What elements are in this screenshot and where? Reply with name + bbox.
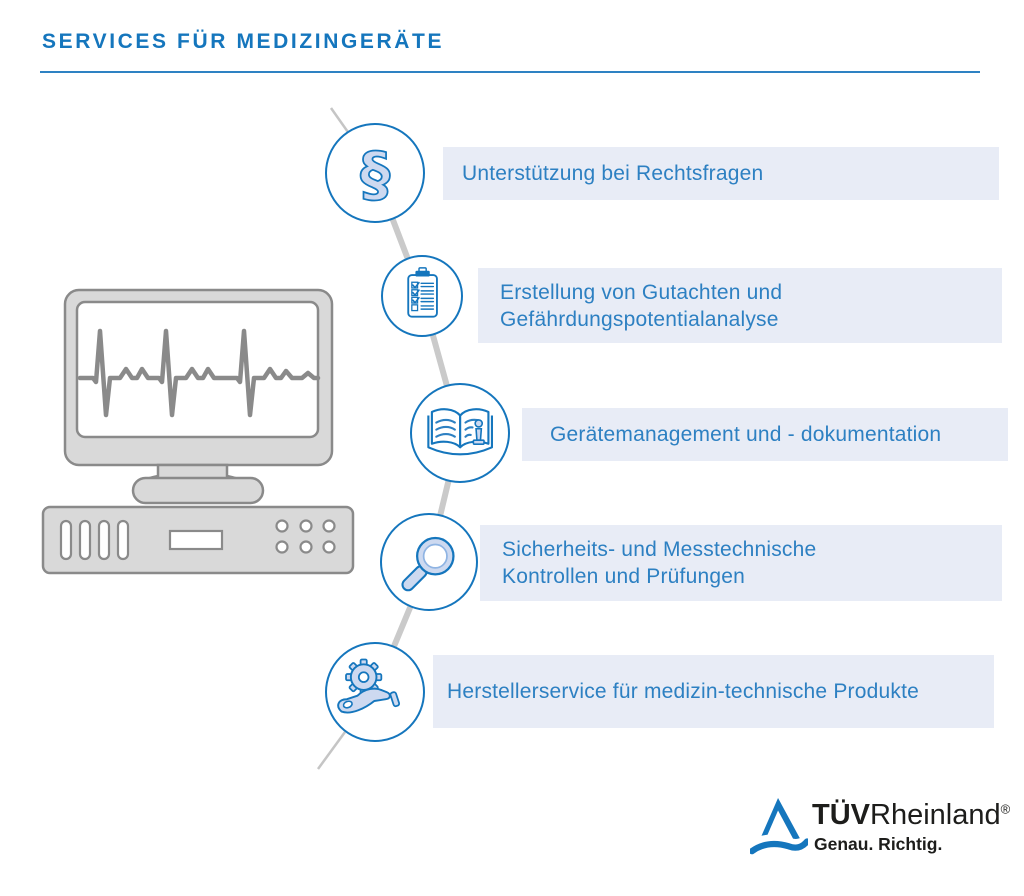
service-label: Herstellerservice für medizin-technische… bbox=[447, 680, 919, 703]
service-bar-gutachten: Erstellung von Gutachten und Gefährdungs… bbox=[478, 268, 1002, 343]
svg-text:§: § bbox=[360, 140, 390, 210]
ecg-trace bbox=[77, 328, 321, 418]
service-bar-herstellerservice: Herstellerservice für medizin-technische… bbox=[433, 655, 994, 728]
logo-wordmark: TÜVRheinland® bbox=[812, 799, 1010, 832]
medical-computer-illustration bbox=[41, 288, 355, 575]
service-circle-herstellerservice bbox=[325, 642, 425, 742]
hand bbox=[337, 687, 391, 714]
service-circle-gutachten bbox=[381, 255, 463, 337]
cuff bbox=[389, 691, 400, 707]
open-book-info-icon bbox=[427, 408, 493, 456]
service-label: Gefährdungspotentialanalyse bbox=[500, 307, 779, 331]
logo-tagline: Genau. Richtig. bbox=[814, 834, 943, 854]
monitor-stand-base bbox=[131, 476, 265, 505]
base-unit-vents bbox=[59, 519, 130, 561]
service-bar-kontrollen: Sicherheits- und Messtechnische Kontroll… bbox=[480, 525, 1002, 601]
service-circle-geraetemanagement bbox=[410, 383, 510, 483]
service-label: Gerätemanagement und - dokumentation bbox=[550, 423, 942, 446]
logo-rheinland: Rheinland bbox=[870, 799, 1001, 831]
service-label: Sicherheits- und Messtechnische bbox=[502, 538, 817, 561]
logo-tuv: TÜV bbox=[812, 799, 870, 831]
gear-in-hand-icon bbox=[337, 658, 400, 714]
tuv-rheinland-logo: TÜVRheinland® Genau. Richtig. bbox=[750, 793, 1010, 863]
magnifier-icon bbox=[401, 536, 455, 592]
service-label: Erstellung von Gutachten und bbox=[500, 280, 783, 304]
service-circle-rechtsfragen: § bbox=[325, 123, 425, 223]
service-circle-kontrollen bbox=[380, 513, 478, 611]
service-bar-geraetemanagement: Gerätemanagement und - dokumentation bbox=[522, 408, 1008, 461]
service-label: Kontrollen und Prüfungen bbox=[502, 565, 745, 588]
service-label: Unterstützung bei Rechtsfragen bbox=[462, 162, 764, 185]
page-title: SERVICES FÜR MEDIZINGERÄTE bbox=[42, 30, 445, 53]
checklist-clipboard-icon bbox=[407, 267, 439, 318]
monitor-screen bbox=[75, 300, 320, 439]
title-divider bbox=[40, 71, 980, 73]
paragraph-icon: § bbox=[359, 139, 391, 211]
base-unit-display bbox=[168, 529, 224, 551]
registered-mark: ® bbox=[1000, 801, 1011, 817]
service-bar-rechtsfragen: Unterstützung bei Rechtsfragen bbox=[443, 147, 999, 200]
tuv-triangle-icon bbox=[750, 797, 808, 855]
base-unit-buttons bbox=[275, 519, 336, 554]
